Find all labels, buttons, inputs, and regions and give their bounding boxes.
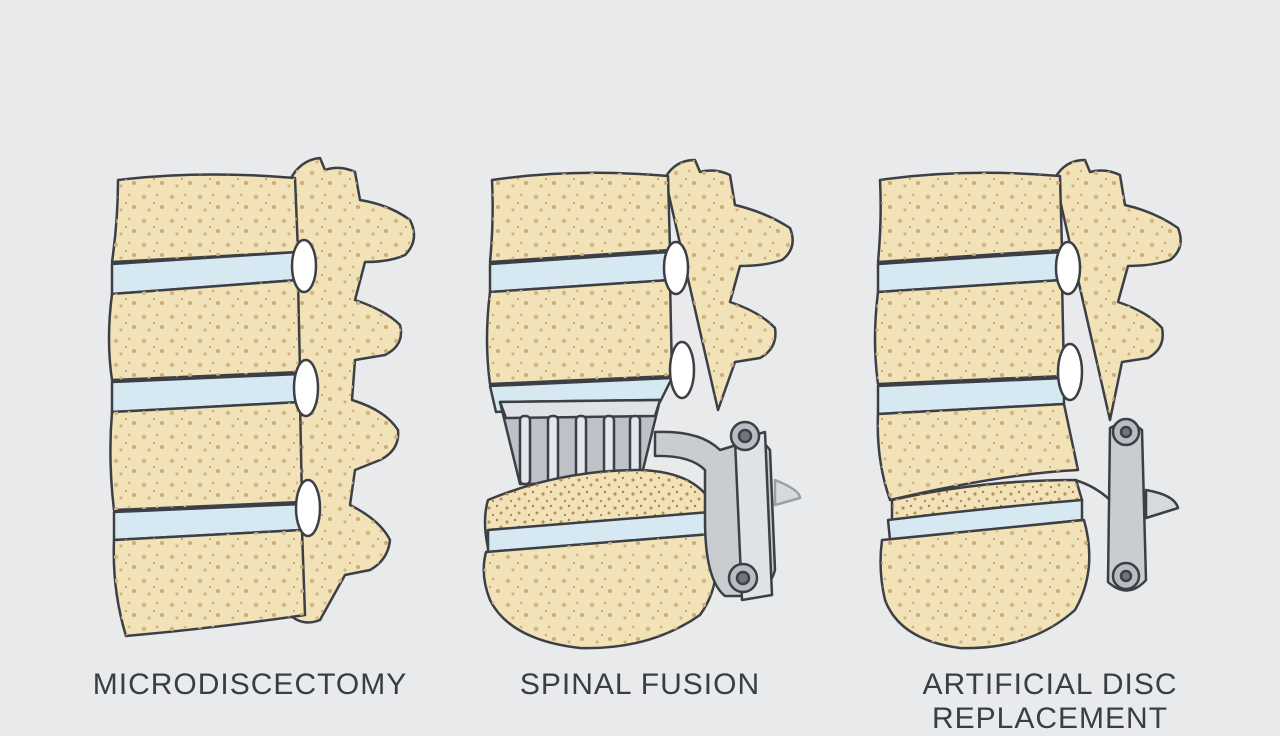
caption-line-2: REPLACEMENT	[931, 702, 1169, 735]
microdiscectomy-panel	[107, 156, 416, 638]
foramen	[662, 240, 690, 296]
caption-artificial-disc: ARTIFICIAL DISC REPLACEMENT	[850, 668, 1250, 736]
spine-procedures-illustration	[107, 156, 1182, 650]
caption-spinal-fusion: SPINAL FUSION	[519, 668, 761, 701]
foramen	[1056, 342, 1084, 402]
spinal-fusion-panel	[482, 158, 802, 650]
fusion-cage	[498, 398, 662, 486]
caption-line-1: ARTIFICIAL DISC	[922, 668, 1178, 701]
artificial-disc-panel	[873, 158, 1182, 650]
foramen	[292, 358, 320, 418]
foramen	[1054, 240, 1082, 296]
caption-microdiscectomy: MICRODISCECTOMY	[92, 668, 408, 701]
foramen	[294, 478, 322, 538]
foramen	[668, 340, 696, 400]
foramen	[290, 238, 318, 294]
